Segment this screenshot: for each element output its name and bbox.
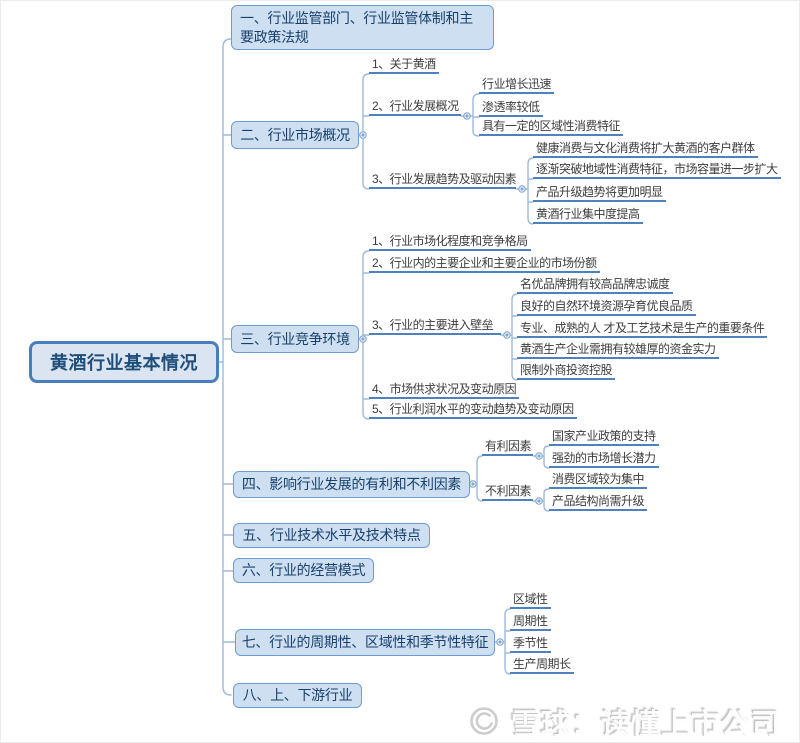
collapse-toggle[interactable] <box>503 331 511 339</box>
subtopic-3-3-4[interactable]: 黄酒生产企业需拥有较雄厚的资金实力 <box>517 342 719 359</box>
subtopic-3-3-2[interactable]: 良好的自然环境资源孕育优良品质 <box>517 299 696 316</box>
branch-node-3[interactable]: 三、行业竞争环境 <box>231 325 359 353</box>
subtopic-7-1[interactable]: 区域性 <box>510 592 551 609</box>
subtopic-4-1-1[interactable]: 国家产业政策的支持 <box>549 429 659 446</box>
branch-node-8[interactable]: 八、上、下游行业 <box>233 683 362 708</box>
subtopic-7-4[interactable]: 生产周期长 <box>510 657 574 674</box>
subtopic-4-2-2[interactable]: 产品结构尚需升级 <box>549 494 648 511</box>
connector-branch4 <box>468 455 483 502</box>
topic-3-3[interactable]: 3、行业的主要进入壁垒 <box>369 318 501 335</box>
subtopic-2-3-3[interactable]: 产品升级趋势将更加明显 <box>533 185 666 202</box>
collapse-toggle[interactable] <box>359 335 367 343</box>
topic-3-1[interactable]: 1、行业市场化程度和竞争格局 <box>369 234 531 251</box>
collapse-toggle[interactable] <box>535 452 543 460</box>
topic-2-2[interactable]: 2、行业发展概况 <box>369 99 461 116</box>
topic-2-3[interactable]: 3、行业发展趋势及驱动因素 <box>369 172 517 189</box>
branch-node-7[interactable]: 七、行业的周期性、区域性和季节性特征 <box>235 629 495 656</box>
collapse-toggle[interactable] <box>359 131 367 139</box>
xueqiu-logo-icon <box>470 707 500 737</box>
branch-node-5[interactable]: 五、行业技术水平及技术特点 <box>233 523 430 548</box>
subtopic-2-3-1[interactable]: 健康消费与文化消费将扩大黄酒的客户群体 <box>533 141 758 158</box>
collapse-toggle[interactable] <box>463 112 471 120</box>
connector-trunk <box>216 38 236 696</box>
subtopic-3-3-3[interactable]: 专业、成熟的人 才及工艺技术是生产的重要条件 <box>517 321 768 338</box>
topic-4-unfavorable[interactable]: 不利因素 <box>482 484 533 501</box>
topic-3-5[interactable]: 5、行业利润水平的变动趋势及变动原因 <box>369 402 577 419</box>
branch-node-4[interactable]: 四、影响行业发展的有利和不利因素 <box>233 471 470 498</box>
connector-branch3 <box>357 250 370 420</box>
subtopic-7-2[interactable]: 周期性 <box>510 614 551 631</box>
subtopic-2-3-4[interactable]: 黄酒行业集中度提高 <box>533 207 643 224</box>
subtopic-3-3-1[interactable]: 名优品牌拥有较高品牌忠诚度 <box>517 277 673 294</box>
root-topic[interactable]: 黄酒行业基本情况 <box>29 341 219 383</box>
subtopic-4-1-2[interactable]: 强劲的市场增长潜力 <box>549 451 659 468</box>
subtopic-7-3[interactable]: 季节性 <box>510 636 551 653</box>
topic-2-1[interactable]: 1、关于黄酒 <box>369 57 439 74</box>
branch-node-2[interactable]: 二、行业市场概况 <box>231 121 359 149</box>
topic-3-2[interactable]: 2、行业内的主要企业和主要企业的市场份额 <box>369 256 600 273</box>
collapse-toggle[interactable] <box>518 185 526 193</box>
subtopic-2-2-3[interactable]: 具有一定的区域性消费特征 <box>479 119 624 136</box>
subtopic-4-2-1[interactable]: 消费区域较为集中 <box>549 472 648 489</box>
branch-node-1[interactable]: 一、行业监管部门、行业监管体制和主要政策法规 <box>231 5 494 50</box>
watermark-text: 雪球：读懂上市公司 <box>511 709 782 741</box>
collapse-toggle[interactable] <box>469 480 477 488</box>
subtopic-2-2-2[interactable]: 渗透率较低 <box>479 100 543 117</box>
topic-3-4[interactable]: 4、市场供求状况及变动原因 <box>369 382 520 399</box>
subtopic-2-2-1[interactable]: 行业增长迅速 <box>479 77 555 94</box>
subtopic-2-3-2[interactable]: 逐渐突破地域性消费特征，市场容量进一步扩大 <box>533 162 781 179</box>
branch-node-6[interactable]: 六、行业的经营模式 <box>233 558 374 583</box>
collapse-toggle[interactable] <box>535 497 543 505</box>
collapse-toggle[interactable] <box>496 638 504 646</box>
topic-4-favorable[interactable]: 有利因素 <box>482 439 533 456</box>
subtopic-3-3-5[interactable]: 限制外商投资控股 <box>517 363 616 380</box>
watermark: 雪球：读懂上市公司 <box>469 701 782 742</box>
